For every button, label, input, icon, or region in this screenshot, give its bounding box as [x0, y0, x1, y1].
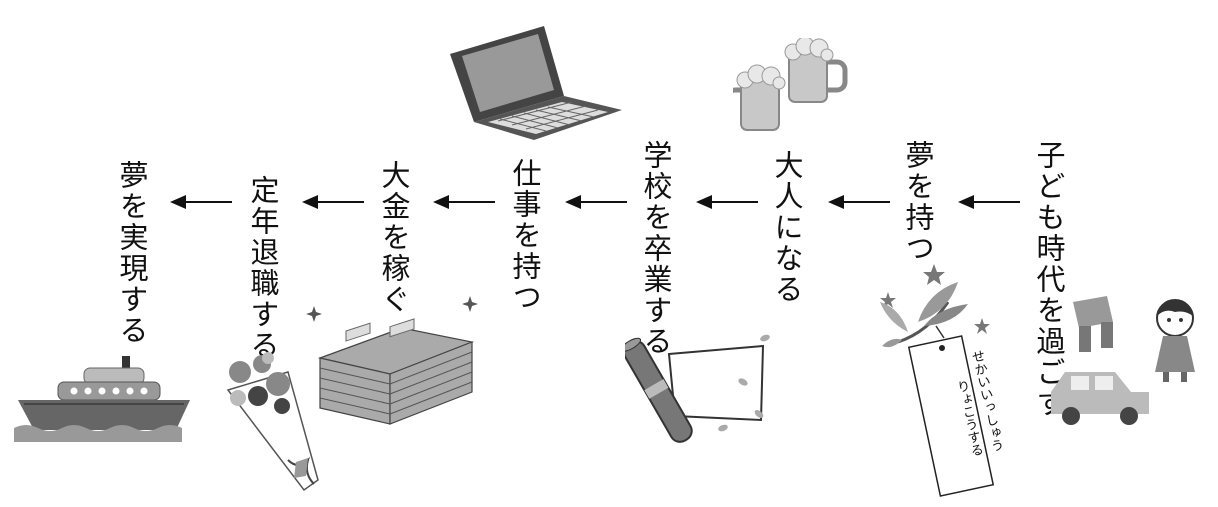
step-realize-label: 夢を実現する	[115, 160, 149, 346]
step-retire-label: 定年退職する	[246, 175, 280, 361]
arrow-5	[433, 195, 495, 209]
money-icon	[306, 296, 478, 425]
arrow-7	[170, 195, 232, 209]
arrow-6	[302, 195, 364, 209]
step-graduate-label: 学校を卒業する	[639, 140, 673, 357]
arrow-3	[696, 195, 758, 209]
arrow-2	[828, 195, 890, 209]
arrow-1	[958, 195, 1020, 209]
step-childhood-label: 子ども時代を過ごす	[1032, 140, 1066, 419]
step-money-label: 大金を稼ぐ	[377, 160, 411, 315]
beer-icon	[733, 38, 848, 131]
toys-icon	[1051, 296, 1195, 425]
tanabata-icon	[880, 264, 995, 497]
step-adult-label: 大人になる	[770, 150, 804, 305]
laptop-icon	[450, 26, 622, 140]
ship-icon	[14, 356, 190, 442]
step-job-label: 仕事を持つ	[508, 158, 542, 313]
arrow-4	[565, 195, 627, 209]
bouquet-icon	[226, 352, 319, 492]
step-dream-label: 夢を持つ	[901, 140, 935, 264]
diploma-icon	[625, 334, 770, 443]
